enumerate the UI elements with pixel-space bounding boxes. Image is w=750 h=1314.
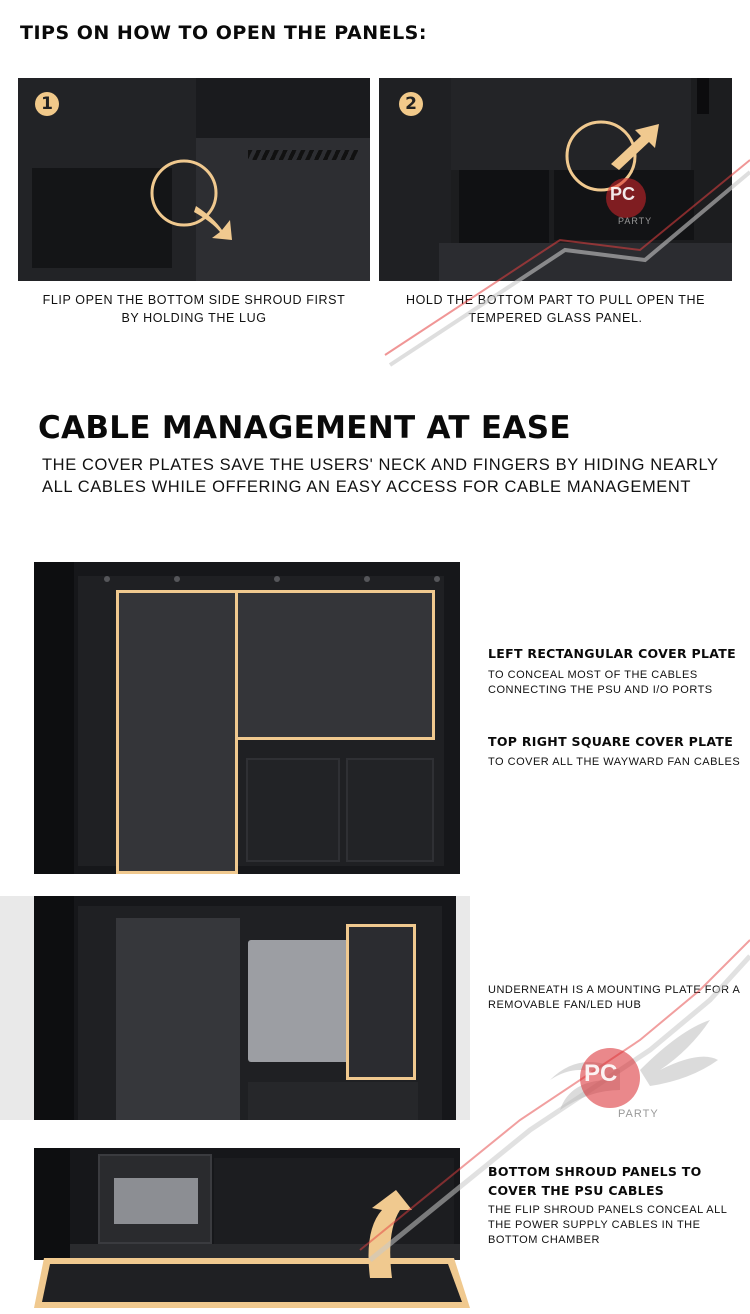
- step-1-photo: 1: [18, 78, 370, 281]
- cable-title: CABLE MANAGEMENT AT EASE: [38, 410, 571, 446]
- watermark-logo-2: PC PARTY: [540, 1010, 720, 1130]
- case-cover-plates-photo: [34, 562, 460, 874]
- feature-bottom-shroud: BOTTOM SHROUD PANELS TO COVER THE PSU CA…: [488, 1164, 728, 1246]
- case-mounting-plate-photo: [34, 896, 456, 1120]
- left-cover-plate: [116, 590, 238, 874]
- cable-subtitle: THE COVER PLATES SAVE THE USERS' NECK AN…: [42, 456, 719, 496]
- step-number-badge: 2: [399, 92, 423, 116]
- step-2-photo: 2: [379, 78, 732, 281]
- watermark-stripe-2: [359, 939, 750, 1262]
- tips-title: TIPS ON HOW TO OPEN THE PANELS:: [20, 22, 427, 44]
- feature-top-right-plate: TOP RIGHT SQUARE COVER PLATE TO COVER AL…: [488, 734, 741, 768]
- watermark-stripe: [384, 159, 750, 367]
- top-right-cover-plate: [235, 590, 435, 740]
- step-1-caption: FLIP OPEN THE BOTTOM SIDE SHROUD FIRST B…: [42, 293, 346, 325]
- step-number-badge: 1: [35, 92, 59, 116]
- pull-arrow-icon: [565, 120, 659, 192]
- flip-shroud-icon: [34, 1190, 470, 1308]
- watermark-logo: PC PARTY: [596, 172, 656, 228]
- mounting-plate-highlight: [346, 924, 416, 1080]
- rotate-arrow-icon: [150, 159, 232, 240]
- feature-left-plate: LEFT RECTANGULAR COVER PLATE TO CONCEAL …: [488, 646, 736, 696]
- feature-mounting-plate: UNDERNEATH IS A MOUNTING PLATE FOR A REM…: [488, 984, 741, 1011]
